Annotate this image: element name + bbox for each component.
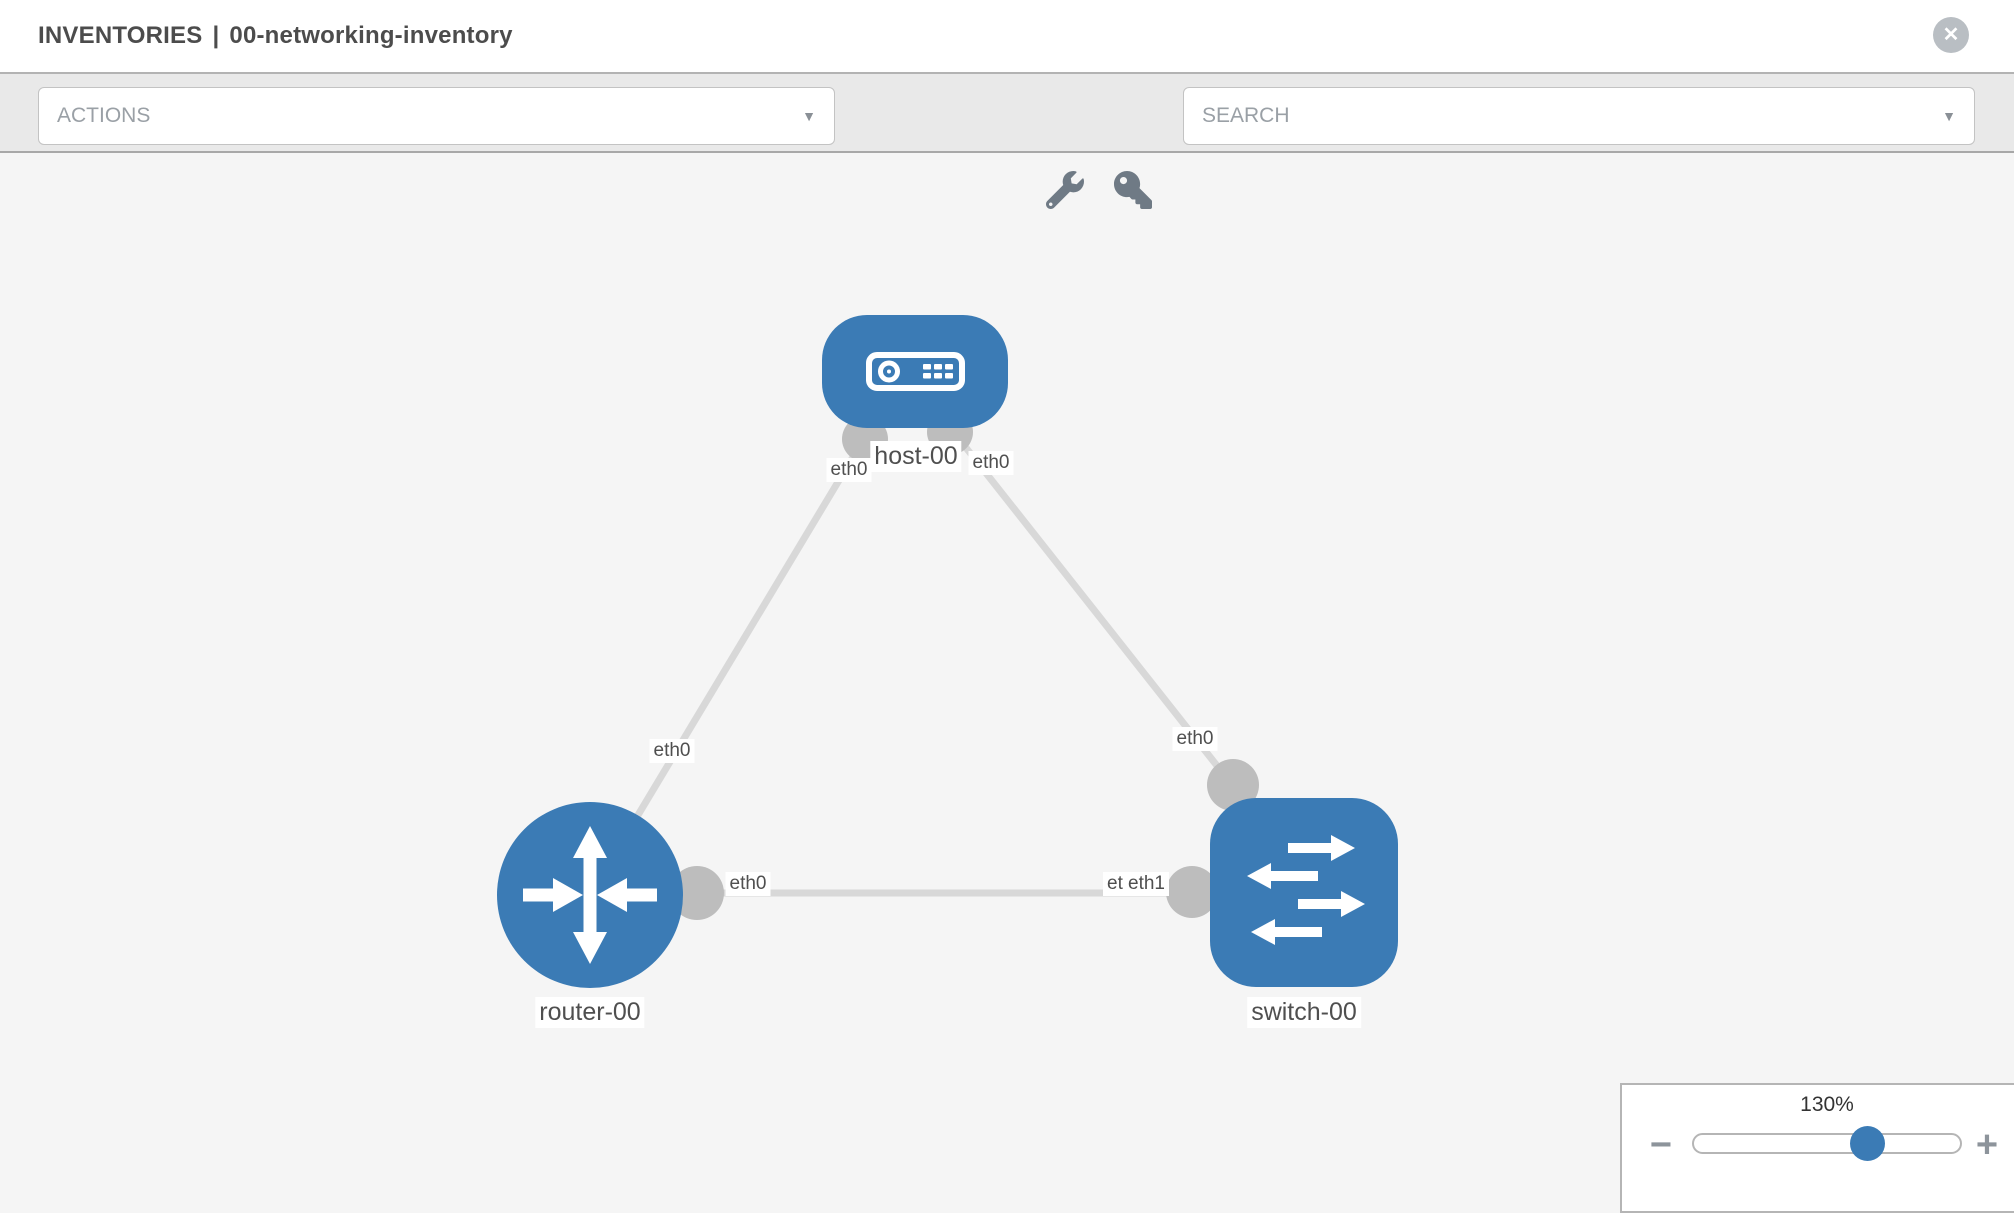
zoom-in-button[interactable]: + <box>1970 1125 2004 1165</box>
interface-label-host-eth0-left: eth0 <box>826 458 872 482</box>
close-button[interactable]: ✕ <box>1933 17 1969 53</box>
plus-icon: + <box>1975 1124 1999 1166</box>
toolbar: ACTIONS ▼ SEARCH ▼ <box>0 72 2014 210</box>
page-title: INVENTORIES | 00-networking-inventory <box>38 22 513 50</box>
interface-label-router-eth0-right: eth0 <box>725 872 771 896</box>
actions-dropdown[interactable]: ACTIONS ▼ <box>38 87 835 145</box>
header: INVENTORIES | 00-networking-inventory ✕ <box>0 0 2014 72</box>
zoom-out-button[interactable]: − <box>1644 1125 1678 1165</box>
close-icon: ✕ <box>1942 24 1960 46</box>
interface-label-switch-eth1-left: eth1 <box>1124 872 1169 896</box>
zoom-slider-thumb[interactable] <box>1850 1126 1885 1161</box>
edges <box>586 427 1304 897</box>
node-router[interactable] <box>497 802 683 988</box>
router-icon <box>523 826 657 964</box>
chevron-down-icon: ▼ <box>802 108 816 124</box>
switch-icon <box>1247 835 1365 945</box>
node-label-host: host-00 <box>870 441 962 472</box>
wrench-icon <box>1045 171 1084 210</box>
key-icon <box>1114 171 1152 209</box>
interface-label-switch-eth0-top: eth0 <box>1172 727 1218 751</box>
node-host[interactable] <box>822 315 1008 428</box>
host-icon <box>866 352 965 391</box>
zoom-level-value: 130% <box>1800 1093 1854 1116</box>
title-separator: | <box>212 22 220 49</box>
connector-switch-top <box>1207 759 1259 811</box>
interface-label-host-eth0-right: eth0 <box>968 451 1014 475</box>
connector-router-right <box>670 866 724 920</box>
title-section: INVENTORIES <box>38 22 203 49</box>
node-label-router: router-00 <box>535 997 645 1028</box>
node-label-switch: switch-00 <box>1247 997 1361 1028</box>
configure-tools-button[interactable] <box>1045 171 1084 210</box>
search-placeholder: SEARCH <box>1202 104 1290 127</box>
interface-connectors <box>670 409 1259 920</box>
chevron-down-icon: ▼ <box>1942 108 1956 124</box>
search-input[interactable]: SEARCH ▼ <box>1183 87 1975 145</box>
title-inventory-name: 00-networking-inventory <box>229 22 513 49</box>
node-switch[interactable] <box>1210 798 1398 987</box>
connector-switch-left <box>1166 866 1218 918</box>
credentials-button[interactable] <box>1114 171 1152 209</box>
edge-host-switch[interactable] <box>949 427 1236 789</box>
zoom-control-panel: 130% − + <box>1620 1083 2014 1213</box>
minus-icon: − <box>1649 1124 1673 1166</box>
actions-dropdown-label: ACTIONS <box>57 104 151 127</box>
interface-label-router-eth0-top: eth0 <box>649 739 695 763</box>
zoom-slider-track[interactable] <box>1692 1126 1962 1161</box>
